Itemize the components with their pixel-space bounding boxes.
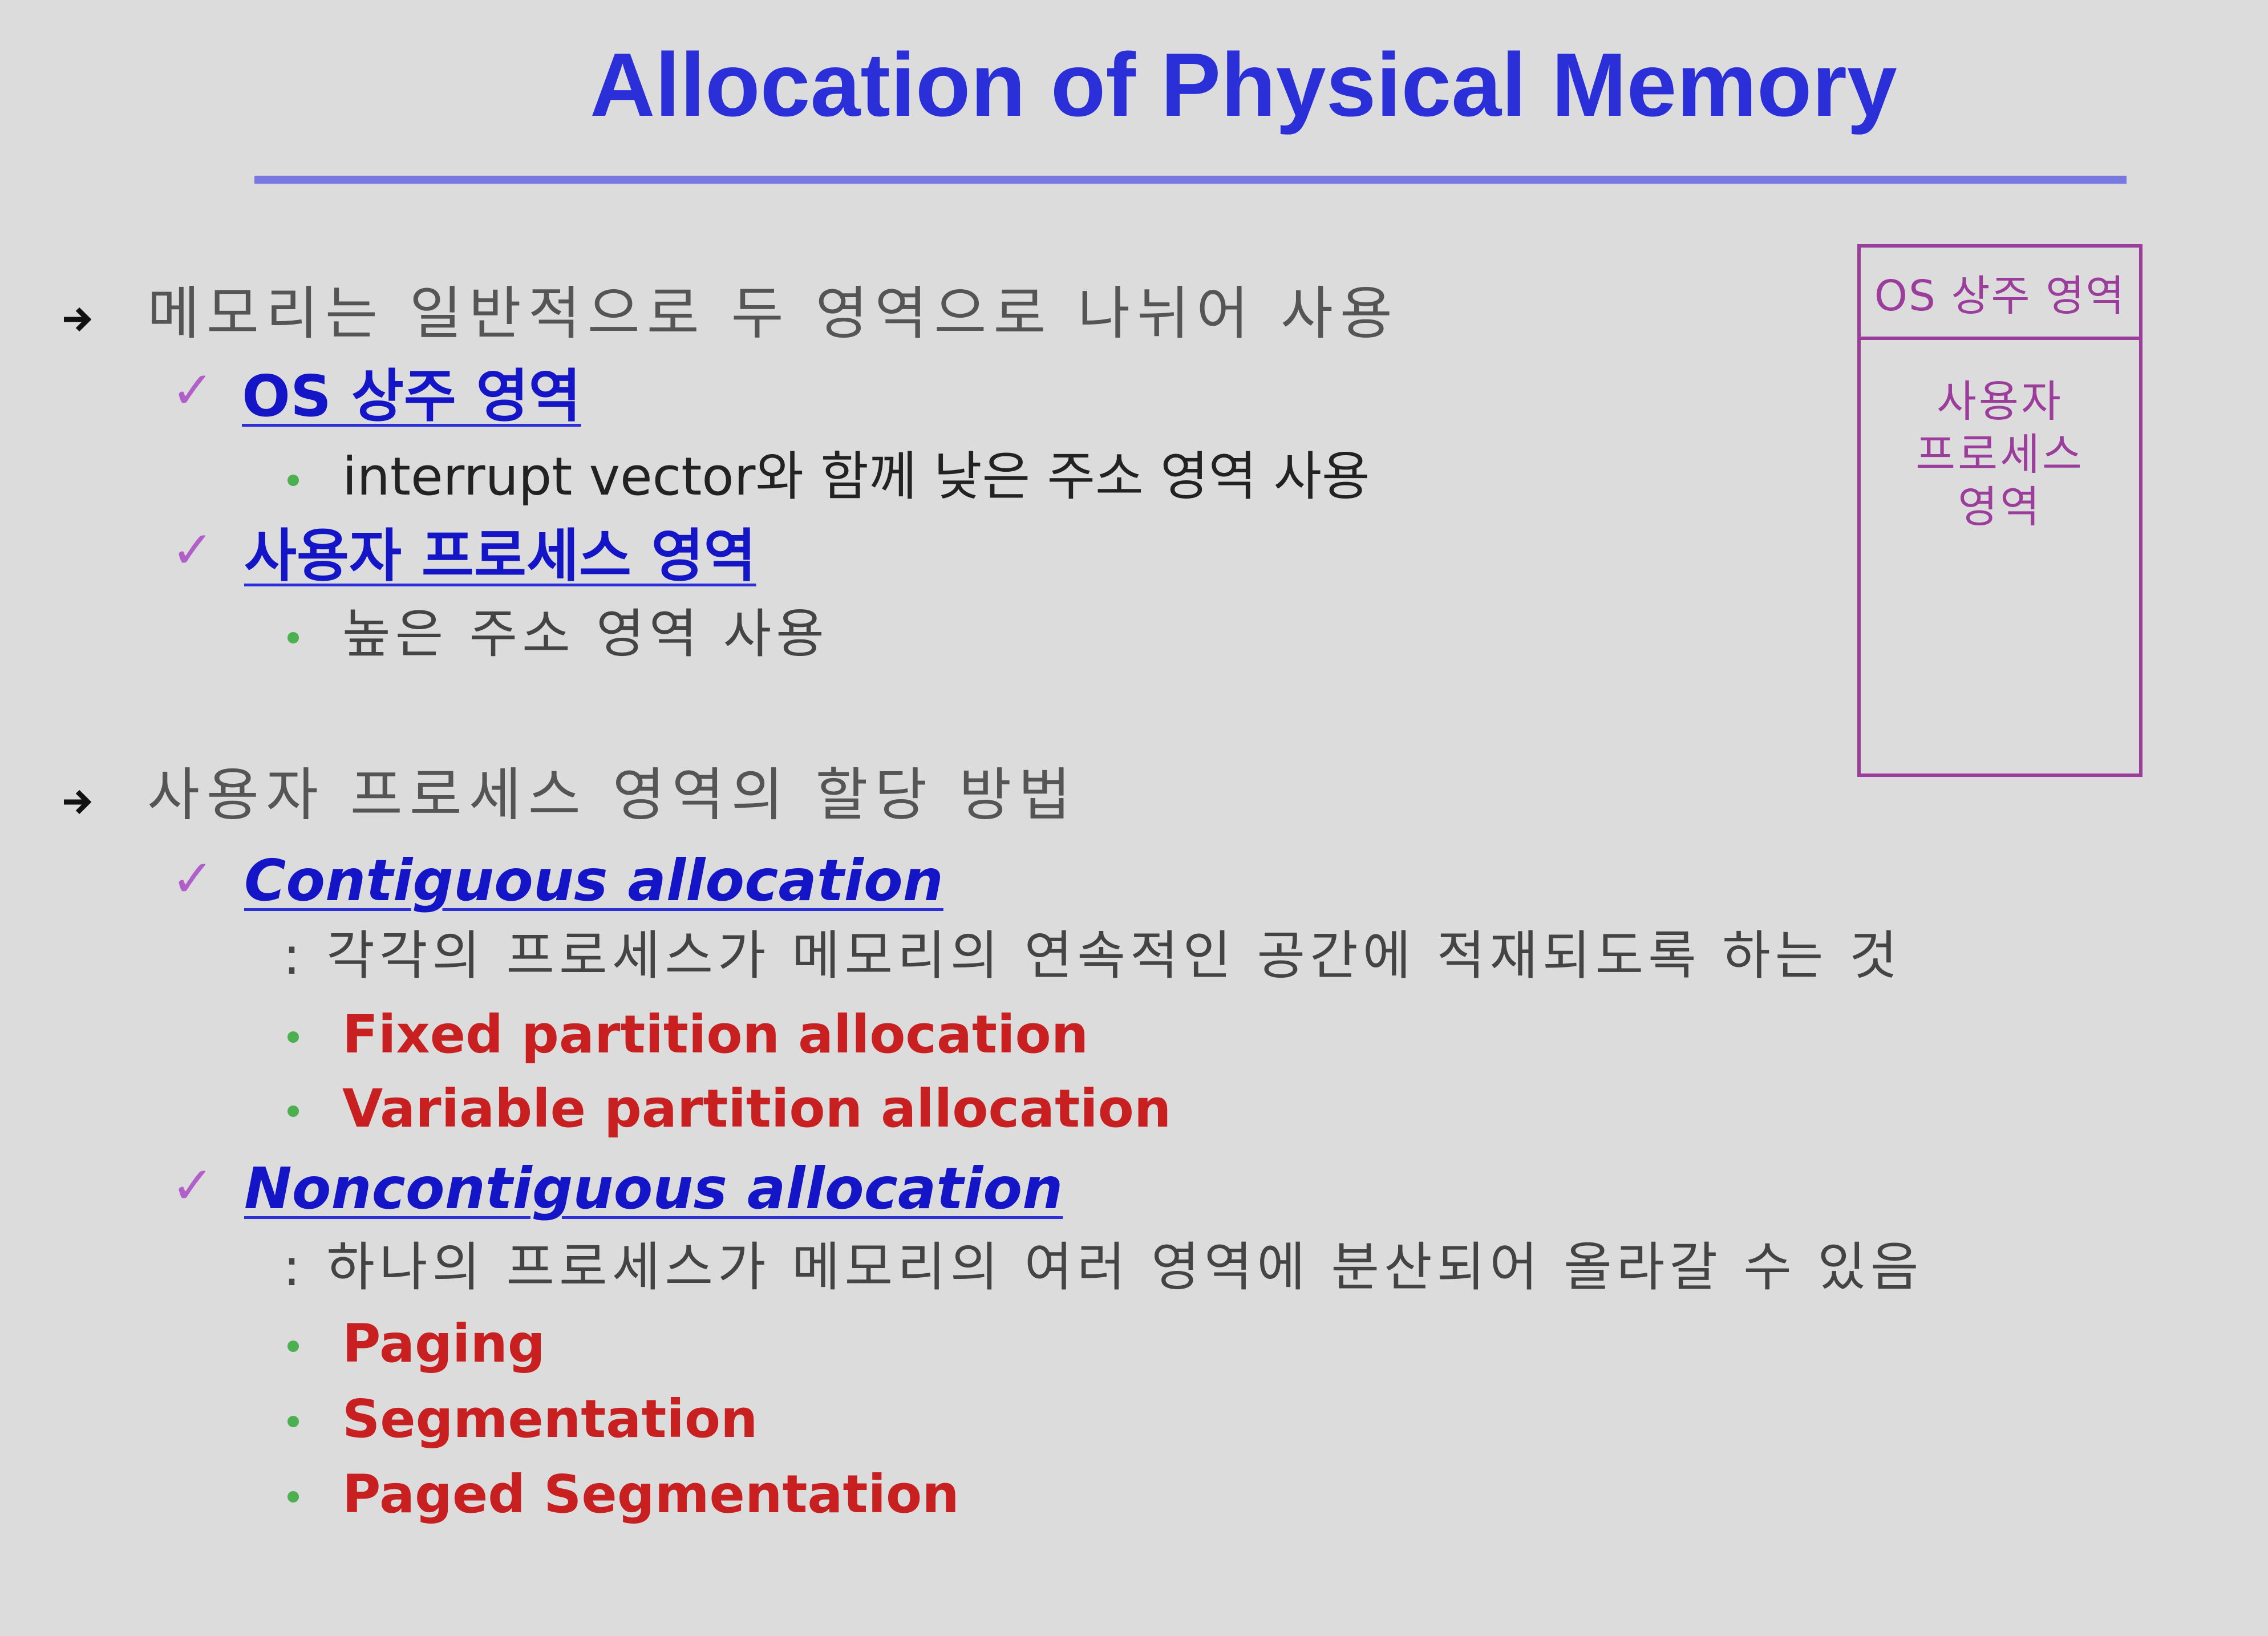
contiguous-description: : 각각의 프로세스가 메모리의 연속적인 공간에 적재되도록 하는 것 [283, 925, 1902, 986]
memory-os-label: OS 상주 영역 [1874, 271, 2126, 321]
checkmark-icon: ✓ [171, 1156, 214, 1216]
link-os-resident-area[interactable]: OS 상주 영역 [242, 363, 581, 430]
link-noncontiguous-allocation[interactable]: Noncontiguous allocation [244, 1155, 1063, 1222]
user-area-detail: 높은 주소 영역 사용 [342, 604, 829, 665]
bullet-allocation-methods: 사용자 프로세스 영역의 할당 방법 [147, 762, 1078, 828]
checkmark-icon: ✓ [171, 361, 214, 420]
noncontiguous-description: : 하나의 프로세스가 메모리의 여러 영역에 분산되어 올라갈 수 있음 [283, 1237, 1923, 1298]
segmentation-item: Segmentation [342, 1388, 758, 1449]
paged-segmentation-item: Paged Segmentation [342, 1464, 959, 1525]
bullet-memory-regions: 메모리는 일반적으로 두 영역으로 나뉘어 사용 [147, 280, 1399, 347]
title-divider [254, 176, 2127, 184]
paging-item: Paging [342, 1313, 545, 1374]
dot-bullet-icon [287, 475, 299, 486]
dot-bullet-icon [287, 632, 299, 643]
slide-title: Allocation of Physical Memory [590, 35, 1897, 135]
variable-partition-item: Variable partition allocation [342, 1078, 1172, 1139]
dot-bullet-icon [287, 1416, 299, 1427]
dot-bullet-icon [287, 1491, 299, 1503]
fixed-partition-item: Fixed partition allocation [342, 1004, 1089, 1065]
link-contiguous-allocation[interactable]: Contiguous allocation [244, 847, 943, 914]
dot-bullet-icon [287, 1105, 299, 1117]
checkmark-icon: ✓ [171, 849, 214, 909]
dot-bullet-icon [287, 1341, 299, 1352]
memory-user-region: 사용자 프로세스 영역 [1861, 340, 2139, 534]
memory-os-region: OS 상주 영역 [1861, 248, 2139, 340]
os-area-detail: interrupt vector와 함께 낮은 주소 영역 사용 [342, 446, 1370, 507]
checkmark-icon: ✓ [171, 520, 214, 580]
memory-user-label-line2: 프로세스 [1915, 428, 2084, 480]
link-user-process-area[interactable]: 사용자 프로세스 영역 [244, 523, 756, 589]
memory-user-label-line3: 영역 [1958, 481, 2042, 533]
dot-bullet-icon [287, 1031, 299, 1043]
memory-layout-diagram: OS 상주 영역 사용자 프로세스 영역 [1857, 244, 2143, 777]
memory-user-label-line1: 사용자 [1937, 375, 2063, 427]
